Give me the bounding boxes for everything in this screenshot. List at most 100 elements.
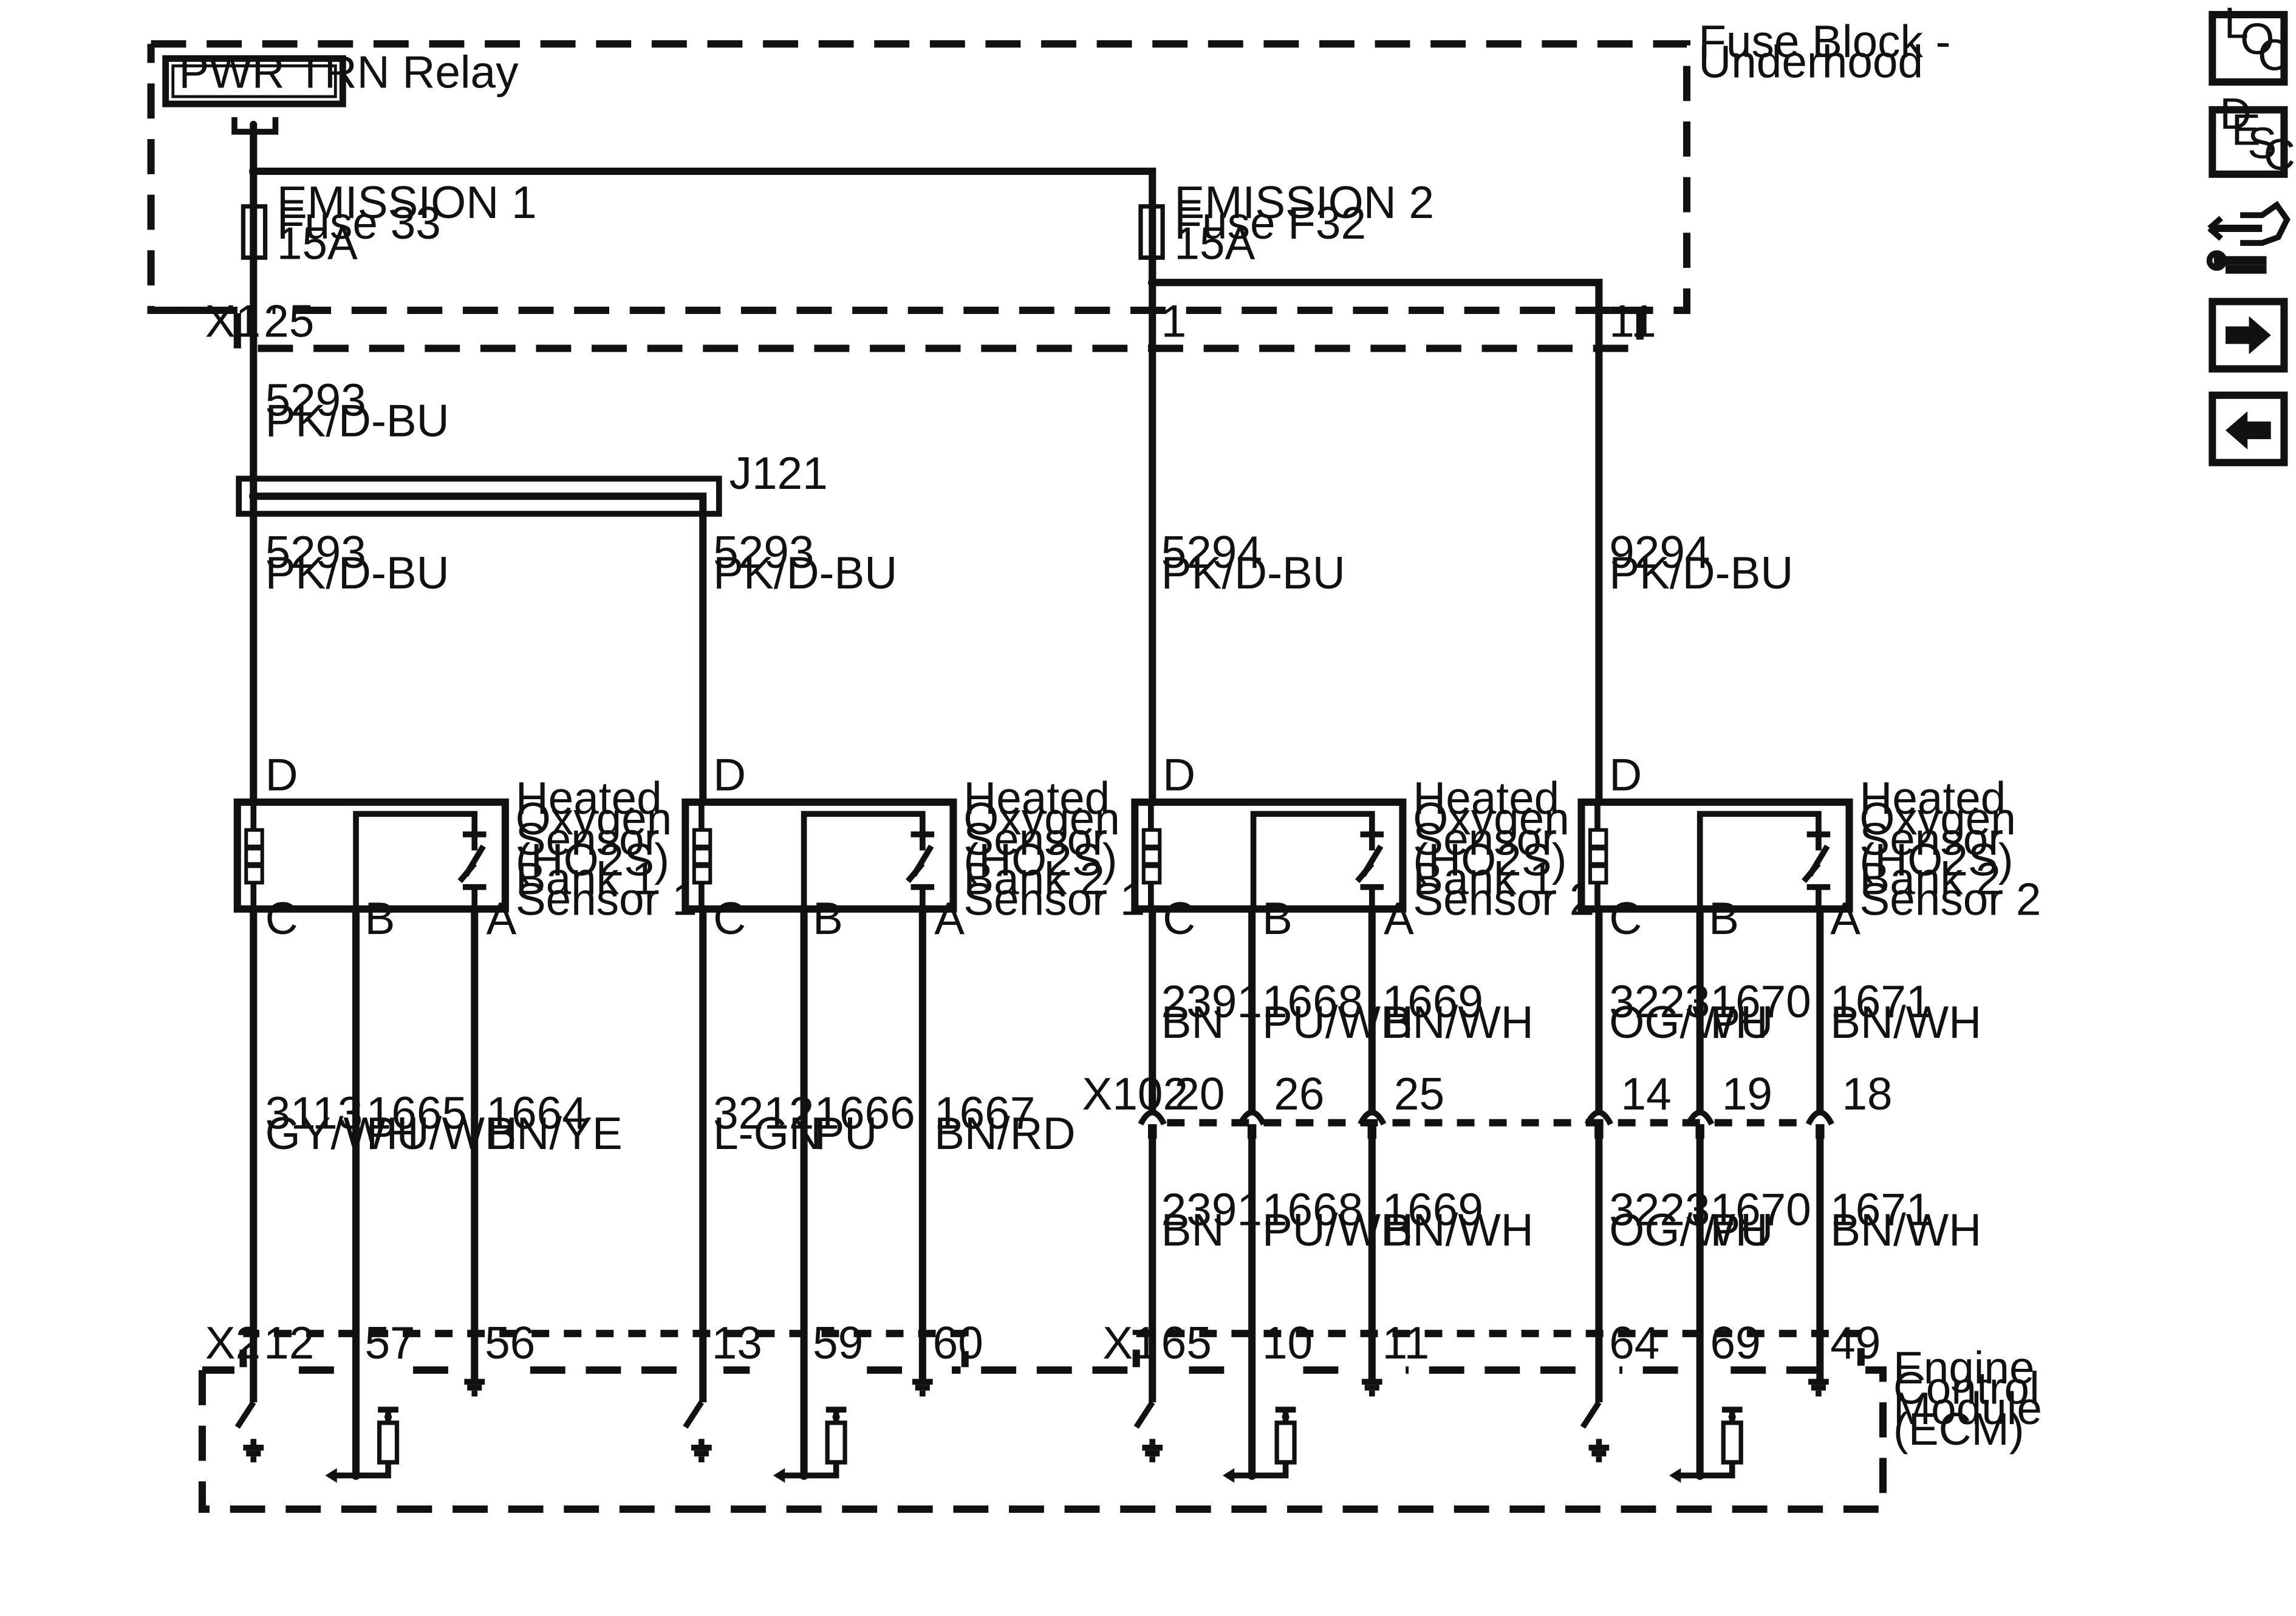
wire-b1s2-feed-color: PK/D-BU [1161,547,1345,598]
x102-pin-18: 18 [1842,1068,1892,1119]
x102-pin-26: 26 [1274,1068,1324,1119]
ecm-line-1: Engine [1893,1342,2035,1393]
x2-pin-56: 56 [485,1317,535,1368]
x1-bottom-pin-10: 10 [1262,1317,1313,1368]
sensor-pin-d: D [265,749,298,800]
x102-pin-19: 19 [1722,1068,1772,1119]
sensor-pin-b: B [1262,893,1293,944]
wire-1665-color: PU/WH [366,1108,518,1159]
wire-1665-circuit: 1665 [366,1087,467,1138]
ecm-line-2: Control [1893,1363,2040,1414]
right-wires [1149,909,1824,1476]
connector-x2: X2 12 57 56 13 59 60 [205,1317,983,1368]
connector-repair-icon[interactable] [2206,200,2291,274]
wire-b1s2-feed-circuit: 5294 [1161,527,1262,578]
sensor-line-4: (HO2S) [963,834,1117,885]
x1-bottom-pin-69: 69 [1710,1317,1761,1368]
wire-1670-lower-circuit: 1670 [1710,1184,1811,1235]
loc-letter-o: O [2240,15,2274,64]
wire-b2s1-feed-circuit: 5293 [713,527,814,578]
wire-1669-upper-color: BN/WH [1382,997,1534,1048]
ecm-line-4: (ECM) [1893,1403,2024,1454]
desc-letter-s: S [2247,119,2277,168]
fuse2-id: Fuse F32 [1174,197,1366,248]
pwr-trn-relay: PWR TRN Relay [162,47,519,135]
sensor-line-2: Oxygen [1413,793,1570,844]
wire-b1s1-feed-circuit: 5293 [265,527,366,578]
fuse2-name: EMISSION 2 [1174,177,1434,228]
x1-top-pin-1: 1 [1161,295,1187,346]
wire-b2s1-feed-color: PK/D-BU [713,547,897,598]
sensor-pin-c: C [1609,893,1642,944]
wire-3223-lower-color: OG/WH [1609,1204,1768,1255]
x1-bottom-name: X1 [1102,1317,1158,1368]
ecm-circuit-b1s2 [1133,1379,1382,1483]
desc-letter-d: D [2219,90,2251,138]
next-arrow-button[interactable] [2209,298,2288,373]
x1-top-pin-11: 11 [1609,295,1656,346]
loc-button[interactable]: L O C [2209,0,2289,86]
sensor-line-1: Heated [1413,772,1559,823]
x102-pin-20: 20 [1174,1068,1225,1119]
wire-1671-upper-color: BN/WH [1830,997,1981,1048]
x2-pin-59: 59 [813,1317,863,1368]
sensor-line-6: Sensor 1 [516,873,697,924]
x102-pin-14: 14 [1621,1068,1672,1119]
wire-1670-upper-color: PU [1710,997,1774,1048]
desc-letter-c: C [2264,131,2295,180]
relay-feed-wire [250,124,1157,206]
lower-left-wires [250,909,926,1476]
wire-1669-lower-color: BN/WH [1382,1204,1534,1255]
wire-1667-color: BN/RD [934,1108,1075,1159]
fuse-emission-1: EMISSION 1 Fuse 33 15A [241,171,537,269]
wire-2391-upper-circuit: 2391 [1161,976,1262,1027]
connector-x102: X102 20 26 25 14 19 18 [1082,1068,1893,1139]
sensor-pin-a: A [934,893,965,944]
ecm-circuit-b2s2 [1580,1379,1829,1483]
sensor-pin-a: A [487,893,517,944]
wire-2391-lower-circuit: 2391 [1161,1184,1262,1235]
wire-2391-upper-color: BN [1161,997,1225,1048]
desc-button[interactable]: D E S C [2209,90,2295,180]
sensor-line-2: Oxygen [1859,793,2016,844]
sensor-pin-d: D [1163,749,1195,800]
wire-1669-upper-circuit: 1669 [1382,976,1483,1027]
sensor-pin-a: A [1384,893,1414,944]
sensor-line-4: (HO2S) [516,834,669,885]
wire-b1s1-feed-color: PK/D-BU [265,547,449,598]
wire-1671-lower-color: BN/WH [1830,1204,1981,1255]
sensor-line-4: (HO2S) [1859,834,2013,885]
sensor-line-5: Bank 2 [1859,853,2001,904]
x2-pin-57: 57 [364,1317,415,1368]
splice-label: J121 [729,448,828,499]
wire-3212-color: L-GN [713,1108,822,1159]
x2-pin-13: 13 [712,1317,762,1368]
previous-arrow-button[interactable] [2209,391,2288,466]
sensor-line-5: Bank 2 [963,853,1105,904]
x1-bottom-pin-64: 64 [1609,1317,1659,1368]
x1-bottom-pin-65: 65 [1161,1317,1212,1368]
sensor-line-4: (HO2S) [1413,834,1567,885]
desc-letter-e: E [2232,106,2261,155]
ecm-line-3: Module [1893,1383,2042,1434]
sensor-line-1: Heated [1859,772,2006,823]
connector-x1-bottom: X1 65 10 11 64 69 49 [1102,1317,1881,1368]
sensor-line-3: Sensor [963,814,1107,865]
fuse1-rating: 15A [277,218,358,269]
sensor-line-1: Heated [516,772,662,823]
sensor-pin-d: D [1609,749,1642,800]
ho2s-bank1-sensor1: D Heated Oxygen Sensor (HO2S) Bank 1 Sen… [233,749,697,944]
previous-arrow-icon [2226,411,2271,449]
connector-x1-top: X1 25 1 11 [205,295,1656,352]
x102-pin-25: 25 [1394,1068,1444,1119]
relay-label: PWR TRN Relay [179,47,519,98]
sensor-line-1: Heated [963,772,1110,823]
ho2s-bank2-sensor1: D Heated Oxygen Sensor (HO2S) Bank 2 Sen… [682,749,1145,944]
wire-1668-upper-color: PU/WH [1262,997,1413,1048]
wire-2391-lower-color: BN [1161,1204,1225,1255]
sensor-pin-c: C [713,893,746,944]
x1-bottom-pin-11: 11 [1382,1317,1430,1368]
wire-1671-lower-circuit: 1671 [1830,1184,1931,1235]
sensor-pin-b: B [813,893,843,944]
